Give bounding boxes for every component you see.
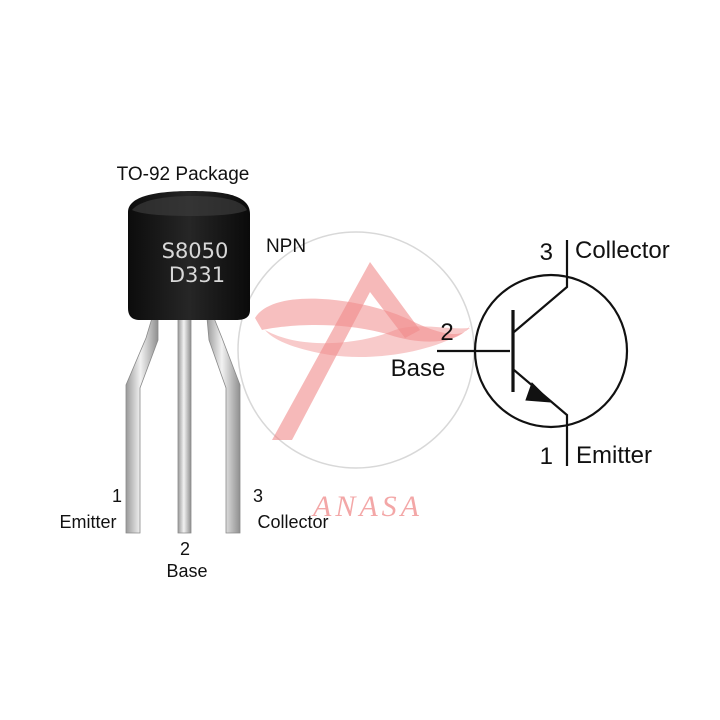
- package-body: [128, 191, 250, 320]
- package-top-face: [132, 196, 247, 216]
- pin-2-name: Base: [166, 561, 207, 581]
- base-name: Base: [391, 355, 446, 382]
- pin-3-name: Collector: [257, 512, 328, 532]
- watermark-a-shape: [272, 262, 420, 440]
- to92-package: S8050 D331: [125, 191, 250, 534]
- npn-schematic: [437, 240, 629, 466]
- npn-label: NPN: [266, 236, 306, 257]
- package-title: TO-92 Package: [117, 164, 250, 185]
- emitter-name: Emitter: [576, 442, 652, 469]
- pin-2-number: 2: [180, 539, 190, 559]
- emitter-arrow: [525, 382, 553, 403]
- pin-3-number: 3: [253, 486, 263, 506]
- pin-1-name: Emitter: [59, 512, 116, 532]
- lead-base: [177, 317, 192, 534]
- collector-number: 3: [540, 239, 553, 266]
- collector-name: Collector: [575, 237, 670, 264]
- lead-collector: [206, 317, 241, 534]
- emitter-number: 1: [540, 443, 553, 470]
- watermark-text: ANASA: [311, 490, 423, 523]
- watermark-swirl-lower: [265, 326, 470, 357]
- base-number: 2: [440, 319, 453, 346]
- pin-1-number: 1: [112, 486, 122, 506]
- package-marking-line1: S8050: [162, 239, 229, 263]
- lead-emitter: [125, 317, 159, 534]
- collector-lead: [513, 240, 569, 333]
- package-marking-line2: D331: [169, 263, 225, 287]
- watermark: ANASA: [237, 231, 475, 523]
